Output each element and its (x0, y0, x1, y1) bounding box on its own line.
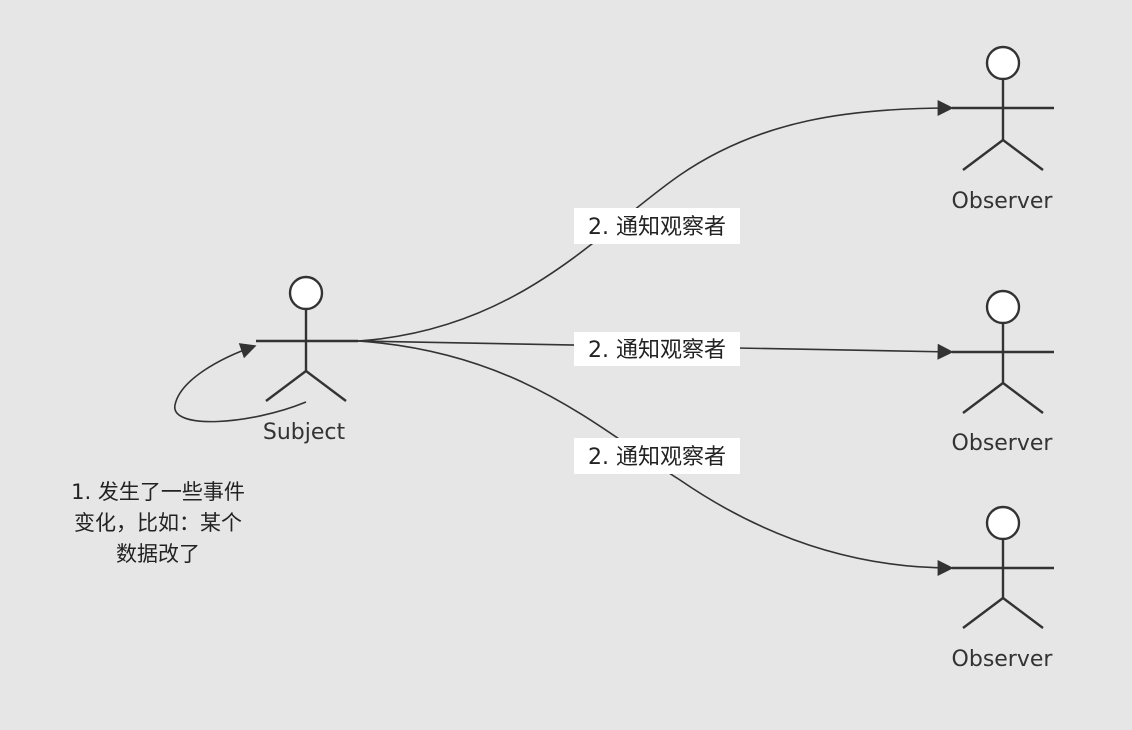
edge-to-observer-3 (357, 340, 954, 576)
actor-leg-right (1002, 139, 1044, 171)
note-line-1: 1. 发生了一些事件 (71, 480, 245, 504)
self-loop-arrow (174, 343, 307, 423)
observer-label: Observer (952, 647, 1054, 672)
edge-label-text: 2. 通知观察者 (588, 338, 726, 363)
actor-leg-left (962, 597, 1004, 629)
edge-label-2: 2. 通知观察者 (574, 332, 740, 366)
actor-leg-right (1002, 597, 1044, 629)
actor-leg-left (265, 370, 307, 402)
observer-label: Observer (952, 431, 1054, 456)
actor-head (985, 289, 1021, 325)
actor-leg-right (305, 370, 347, 402)
actor-leg-left (962, 139, 1004, 171)
observer-actor-2: Observer (952, 289, 1054, 456)
edge-label-3: 2. 通知观察者 (574, 438, 740, 474)
subject-self-note: 1. 发生了一些事件 变化，比如：某个 数据改了 (71, 480, 245, 566)
observer-actor-1: Observer (952, 45, 1054, 214)
observer-label: Observer (952, 189, 1054, 214)
observer-actor-3: Observer (952, 505, 1054, 672)
actor-head (288, 275, 324, 311)
edge-label-text: 2. 通知观察者 (588, 215, 726, 240)
actor-head (985, 45, 1021, 81)
subject-label: Subject (263, 420, 346, 445)
note-line-3: 数据改了 (116, 542, 200, 566)
edge-to-observer-1 (357, 100, 954, 342)
subject-actor: Subject (256, 275, 358, 445)
actor-leg-left (962, 382, 1004, 414)
actor-leg-right (1002, 382, 1044, 414)
actor-head (985, 505, 1021, 541)
note-line-2: 变化，比如：某个 (74, 511, 242, 535)
edge-label-1: 2. 通知观察者 (574, 208, 740, 244)
edge-label-text: 2. 通知观察者 (588, 445, 726, 470)
